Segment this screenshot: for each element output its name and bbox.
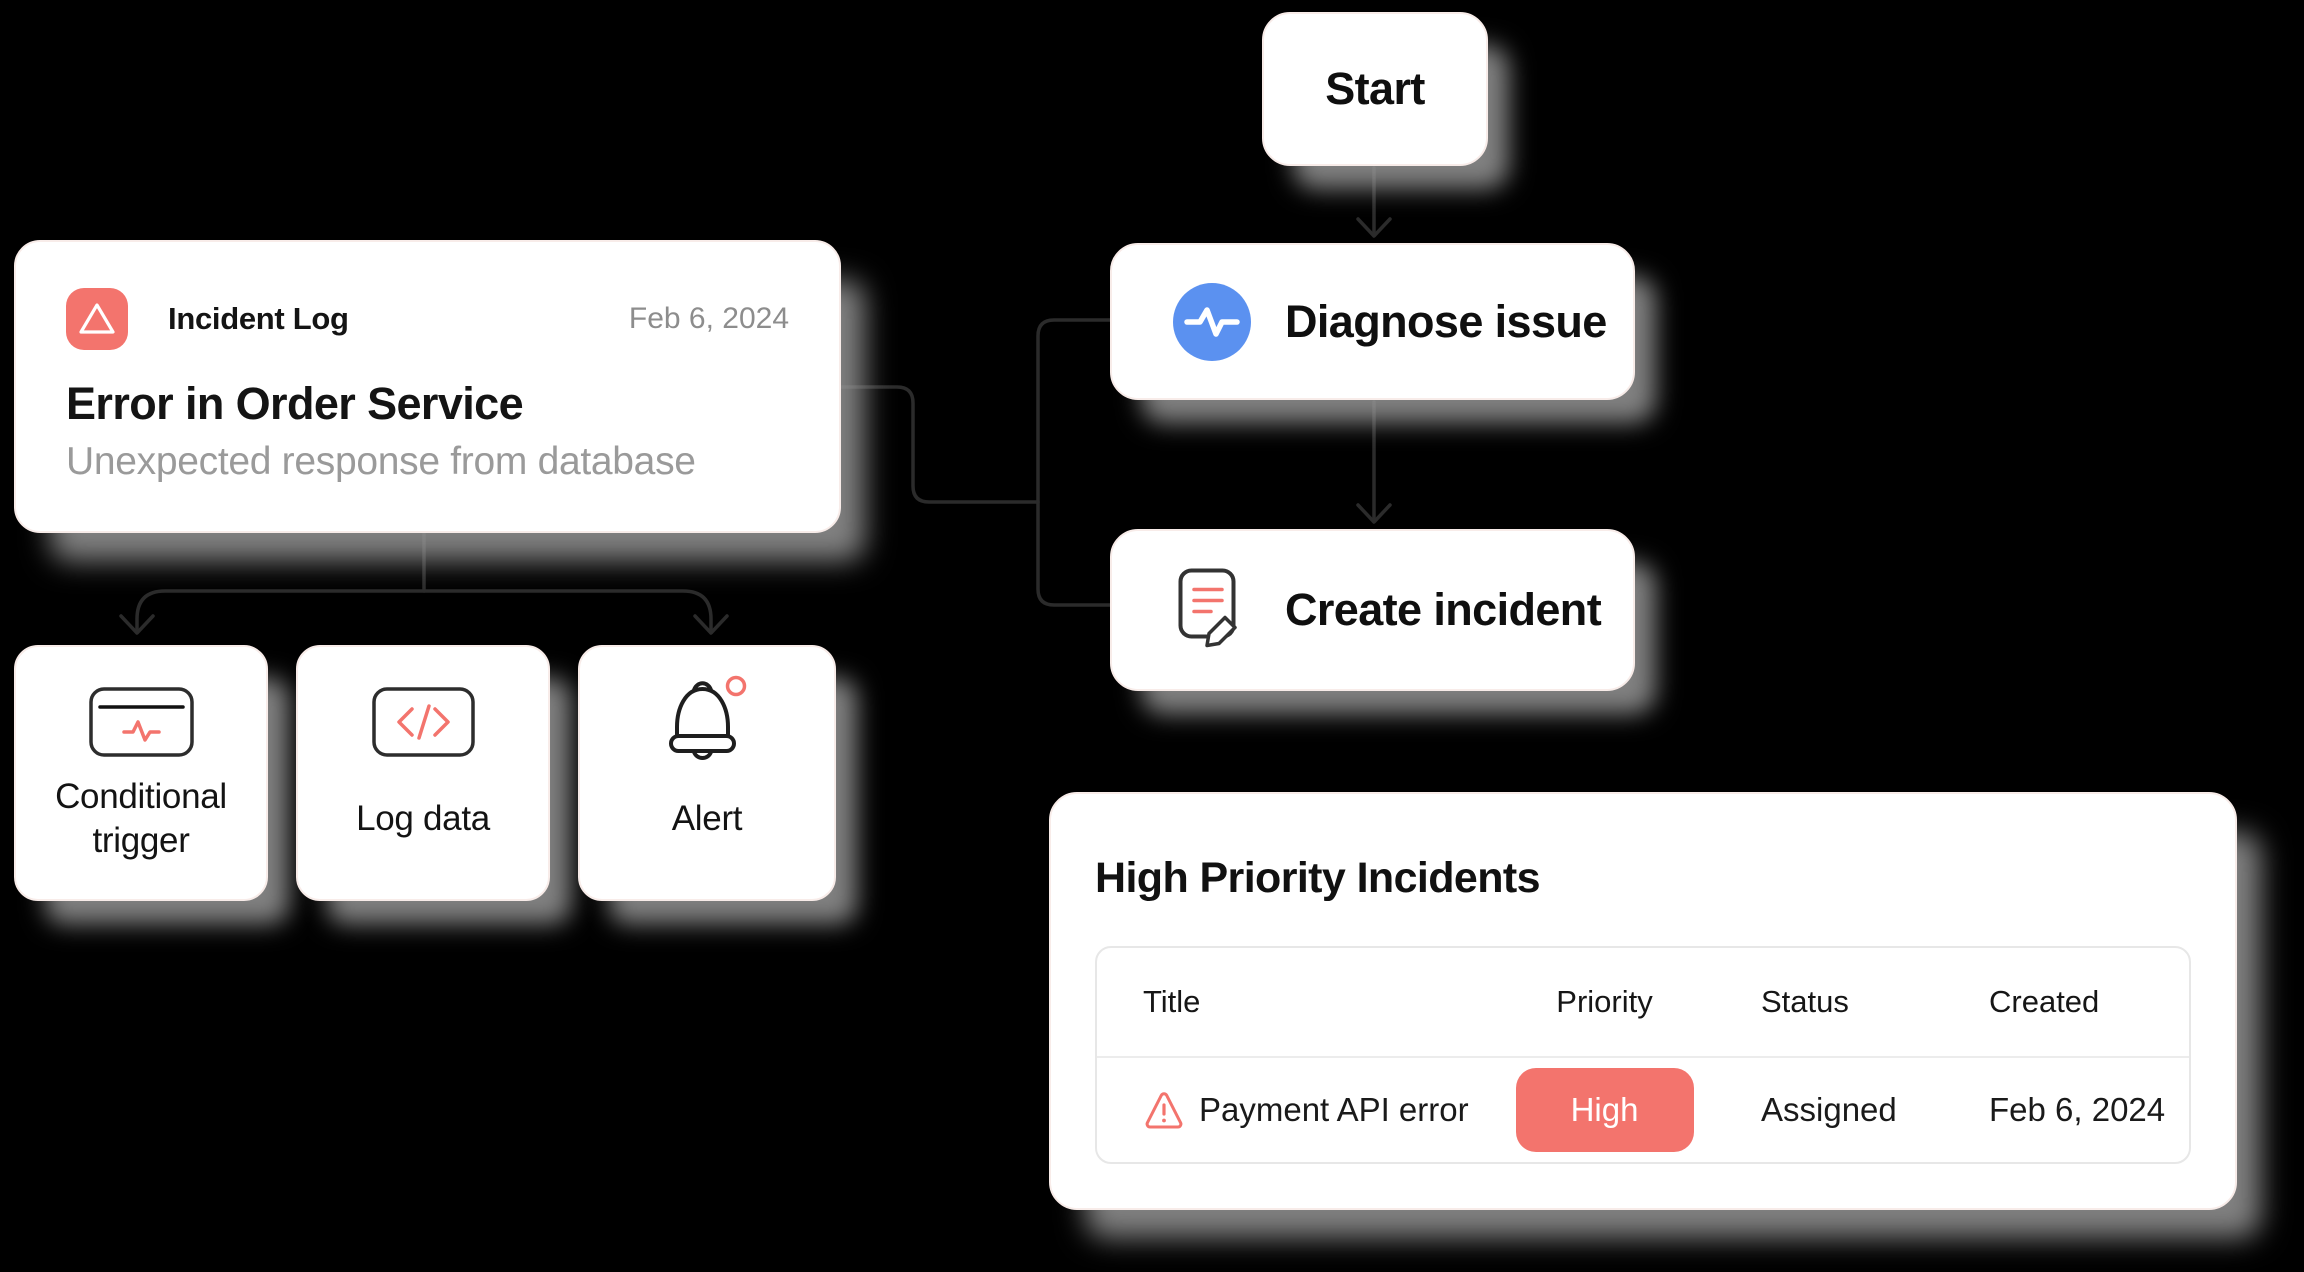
flow-node-create-incident[interactable]: Create incident	[1110, 529, 1635, 691]
warning-triangle-app-icon	[66, 288, 128, 350]
row-title-text: Payment API error	[1199, 1091, 1469, 1128]
code-icon	[298, 647, 548, 797]
incident-card-date: Feb 6, 2024	[628, 302, 789, 335]
column-header-title: Title	[1143, 984, 1201, 1019]
action-card-alert[interactable]: Alert	[578, 645, 836, 901]
table-header-row: Title Priority Status Created	[1097, 948, 2189, 1056]
incident-card-title: Error in Order Service	[66, 378, 524, 429]
action-card-log-data[interactable]: Log data	[296, 645, 550, 901]
arrowhead-alert	[693, 614, 729, 635]
panel-title: High Priority Incidents	[1095, 854, 1541, 902]
row-title-cell: Payment API error	[1097, 1090, 1492, 1130]
row-created-cell: Feb 6, 2024	[1989, 1091, 2166, 1128]
column-header-created: Created	[1989, 984, 2100, 1019]
connector-card-trunk	[839, 385, 1040, 504]
window-pulse-icon	[16, 647, 266, 797]
column-header-status: Status	[1761, 984, 1849, 1019]
incident-card-header: Incident Log Feb 6, 2024	[66, 288, 789, 350]
action-card-label: Log data	[356, 799, 490, 838]
incident-log-card[interactable]: Incident Log Feb 6, 2024 Error in Order …	[14, 240, 841, 533]
incidents-table: Title Priority Status Created Payment AP…	[1095, 946, 2191, 1164]
flow-node-start[interactable]: Start	[1262, 12, 1488, 166]
connector-branch	[135, 589, 713, 633]
document-edit-icon	[1178, 567, 1244, 654]
action-card-label: Alert	[671, 799, 743, 838]
incident-card-subtitle: Unexpected response from database	[66, 440, 696, 483]
row-status-cell: Assigned	[1761, 1091, 1897, 1128]
row-priority-cell: High	[1492, 1068, 1717, 1152]
arrowhead-diagnose	[1356, 217, 1392, 238]
warning-triangle-icon	[1145, 1092, 1183, 1129]
column-header-priority: Priority	[1556, 984, 1653, 1019]
incident-card-app-name: Incident Log	[168, 301, 349, 336]
connector-trunk	[1036, 318, 1112, 607]
start-label: Start	[1325, 63, 1425, 114]
diagnose-label: Diagnose issue	[1285, 295, 1607, 347]
high-priority-incidents-panel: High Priority Incidents Title Priority S…	[1049, 792, 2237, 1210]
action-card-label: Conditional trigger	[55, 777, 227, 860]
create-label: Create incident	[1285, 584, 1602, 635]
arrowhead-create	[1356, 503, 1392, 524]
flow-node-diagnose-issue[interactable]: Diagnose issue	[1110, 243, 1635, 400]
bell-icon	[580, 647, 834, 797]
table-row[interactable]: Payment API error High Assigned Feb 6, 2…	[1097, 1056, 2189, 1162]
arrowhead-conditional	[119, 614, 155, 635]
action-card-conditional-trigger[interactable]: Conditional trigger	[14, 645, 268, 901]
pulse-icon	[1173, 282, 1251, 361]
priority-badge: High	[1515, 1068, 1694, 1152]
